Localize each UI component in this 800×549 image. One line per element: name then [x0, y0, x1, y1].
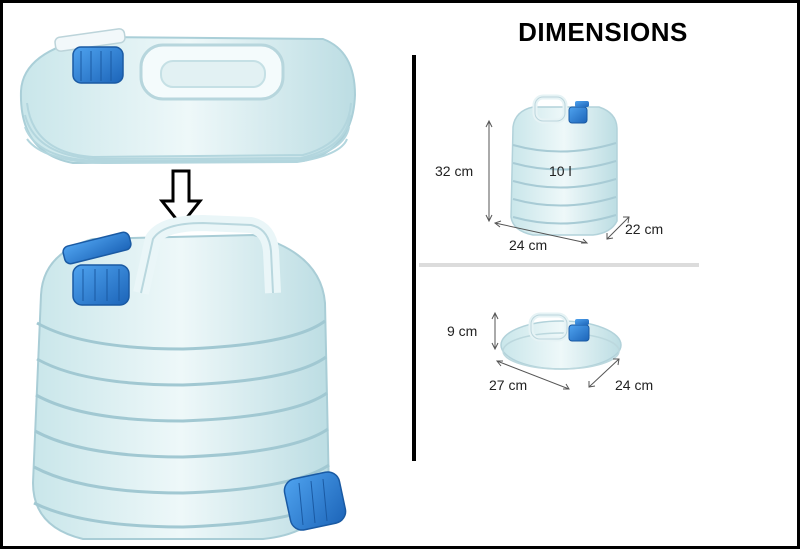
collapsed-height-label: 9 cm	[447, 323, 478, 339]
expanded-dimension-diagram	[485, 94, 630, 244]
collapsed-width-label: 27 cm	[489, 377, 528, 393]
expanded-width-label: 24 cm	[509, 237, 548, 253]
product-illustration	[19, 28, 699, 540]
vertical-divider	[412, 55, 416, 461]
dimensions-title: DIMENSIONS	[518, 17, 688, 47]
collapsed-depth-label: 24 cm	[615, 377, 654, 393]
collapsed-dimension-diagram	[491, 311, 622, 390]
collapsed-container-photo	[19, 28, 357, 165]
expanded-depth-label: 22 cm	[625, 221, 664, 237]
capacity-label: 10 l	[549, 163, 572, 179]
down-arrow-icon	[158, 169, 204, 228]
expanded-height-label: 32 cm	[435, 163, 474, 179]
expanded-container-photo	[31, 215, 347, 540]
